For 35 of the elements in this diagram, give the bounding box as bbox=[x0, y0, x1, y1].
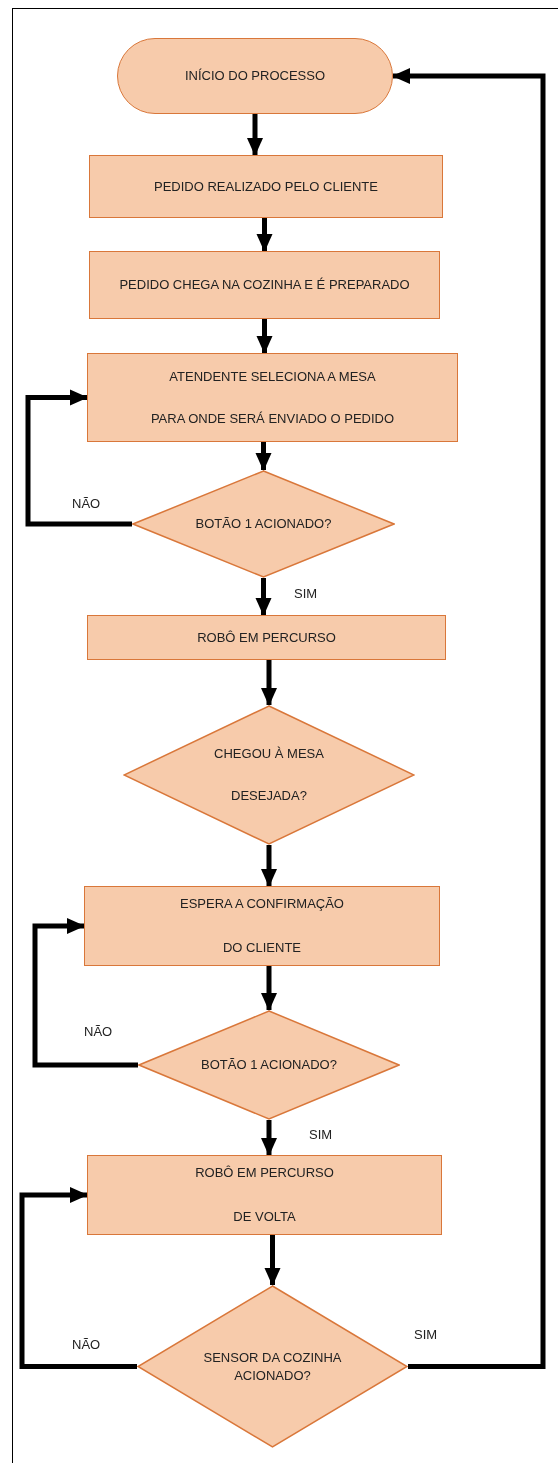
arrow bbox=[247, 114, 263, 156]
step-text: INÍCIO DO PROCESSO bbox=[184, 67, 326, 85]
process-box bbox=[89, 155, 443, 218]
arrow bbox=[25, 389, 132, 527]
step-text: PEDIDO REALIZADO PELO CLIENTE bbox=[154, 177, 378, 196]
step-text: ROBÔ EM PERCURSO bbox=[195, 1164, 334, 1182]
question-text: BOTÃO 1 ACIONADO? bbox=[195, 515, 332, 533]
process-box bbox=[87, 353, 458, 442]
question-text: BOTÃO 1 ACIONADO? bbox=[201, 1056, 337, 1074]
arrow bbox=[261, 845, 277, 887]
arrow bbox=[261, 966, 277, 1011]
question-text: DESEJADA? bbox=[231, 787, 307, 805]
arrow bbox=[256, 218, 273, 252]
step-text: DE VOLTA bbox=[233, 1208, 296, 1226]
question-text: CHEGOU À MESA bbox=[214, 745, 324, 763]
process-box bbox=[84, 886, 440, 966]
process-box bbox=[89, 251, 440, 319]
process-box bbox=[87, 1155, 442, 1235]
arrow bbox=[255, 442, 272, 471]
step-text: DO CLIENTE bbox=[223, 939, 301, 957]
arrow bbox=[392, 68, 546, 1369]
step-text: ATENDENTE SELECIONA A MESA bbox=[169, 367, 376, 386]
arrow bbox=[264, 1235, 281, 1286]
arrow bbox=[261, 1120, 277, 1156]
arrow bbox=[261, 660, 277, 706]
arrow bbox=[19, 1187, 137, 1369]
question-text: SENSOR DA COZINHA ACIONADO? bbox=[202, 1348, 343, 1385]
step-text: PEDIDO CHEGA NA COZINHA E É PREPARADO bbox=[119, 276, 410, 294]
process-box bbox=[87, 615, 446, 660]
arrow bbox=[256, 319, 273, 354]
step-text: PARA ONDE SERÁ ENVIADO O PEDIDO bbox=[150, 409, 395, 428]
arrow bbox=[255, 578, 272, 616]
arrow bbox=[32, 918, 138, 1068]
step-text: ROBÔ EM PERCURSO bbox=[197, 628, 336, 647]
step-text: ESPERA A CONFIRMAÇÃO bbox=[180, 895, 344, 913]
